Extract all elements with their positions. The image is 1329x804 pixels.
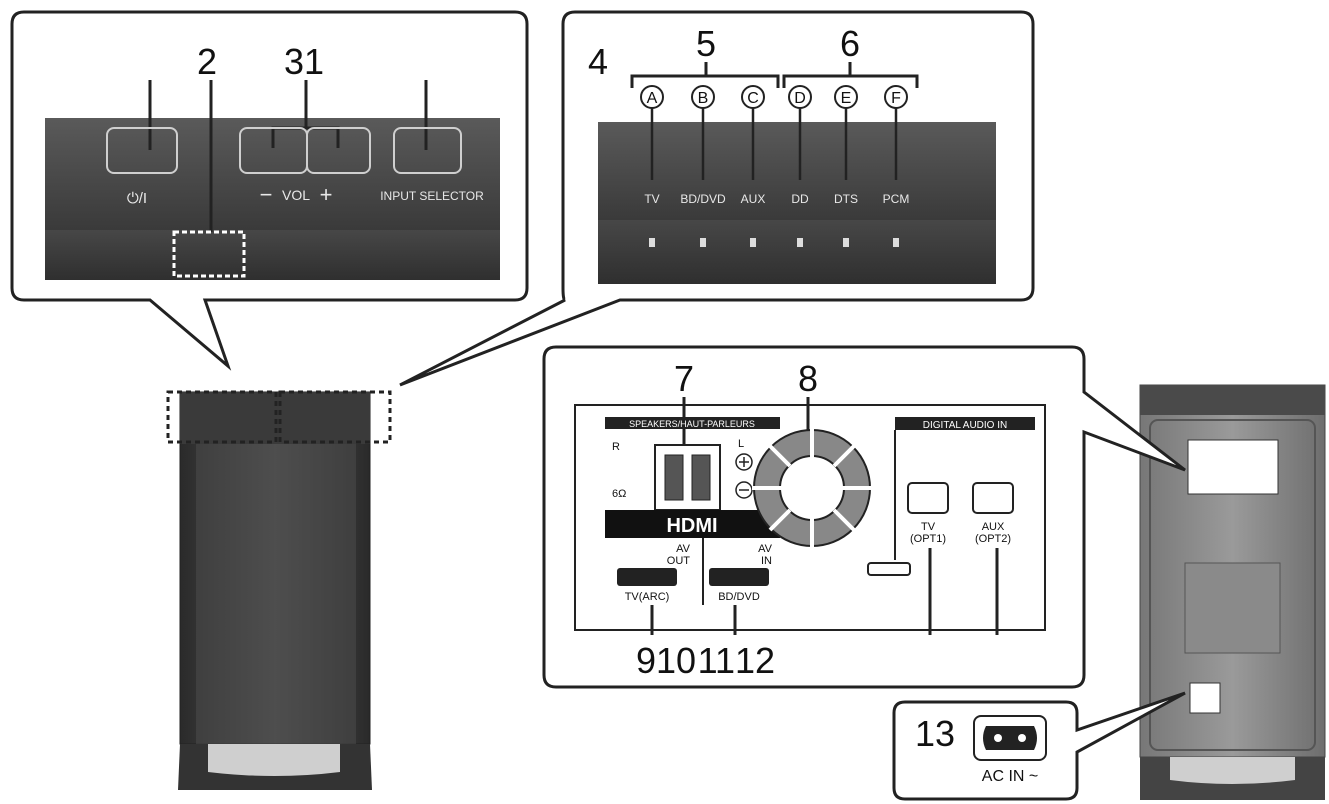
callout-10: 10 — [656, 640, 696, 681]
indicator-led — [843, 238, 849, 247]
indicator-led — [893, 238, 899, 247]
indicator-tv: A TV — [640, 85, 664, 247]
ac-inlet-socket[interactable] — [983, 726, 1037, 750]
opt1-label-1: TV — [921, 521, 936, 533]
callout-11: 11 — [698, 640, 735, 681]
svg-text:F: F — [891, 90, 901, 107]
indicators-highlight — [278, 390, 392, 444]
input-selector-button[interactable] — [393, 127, 462, 174]
av-in-label-1: AV — [758, 543, 773, 555]
input-selector-label: INPUT SELECTOR — [380, 189, 484, 203]
r-label: R — [612, 441, 620, 453]
indicator-label: BD/DVD — [680, 192, 726, 206]
vol-up-button[interactable] — [306, 127, 371, 174]
callout-3: 3 — [284, 41, 304, 82]
callout-1: 1 — [304, 41, 324, 82]
optical-in-aux-port[interactable] — [972, 482, 1014, 514]
callout-2: 2 — [197, 41, 217, 82]
av-out-label-1: AV — [676, 543, 691, 555]
power-label: ⏻/I — [127, 190, 147, 207]
indicator-led — [649, 238, 655, 247]
ac-in-label: AC IN ~ — [982, 768, 1038, 785]
speakers-header — [605, 417, 780, 429]
digital-audio-label: DIGITAL AUDIO IN — [923, 420, 1007, 431]
svg-text:A: A — [647, 90, 658, 107]
av-in-label-2: IN — [761, 555, 772, 567]
callout-9: 9 — [636, 640, 656, 681]
opt2-label-2: (OPT2) — [975, 533, 1011, 545]
impedance-label: 6Ω — [612, 488, 626, 500]
l-label: L — [738, 438, 744, 450]
top-controls-callout: ⏻/I − VOL + INPUT SELECTOR 2 3 1 — [10, 10, 529, 371]
callout-5: 5 — [696, 23, 716, 64]
indicator-label: DD — [791, 192, 809, 206]
plus-terminal-icon — [735, 453, 753, 471]
cooling-fan-vent — [752, 428, 872, 548]
opt2-label-1: AUX — [982, 521, 1005, 533]
digital-audio-header — [895, 417, 1035, 430]
hdmi-in-port[interactable] — [709, 568, 769, 586]
rear-panel-callout: 7 8 SPEAKERS/HAUT-PARLEURS R L 6Ω HDMI A… — [542, 345, 1186, 689]
service-slot — [867, 562, 911, 576]
callout-4: 4 — [588, 41, 608, 82]
callout-6: 6 — [840, 23, 860, 64]
panel-front-surface — [45, 230, 500, 280]
vol-label: VOL — [282, 187, 310, 203]
opt1-label-2: (OPT1) — [910, 533, 946, 545]
hdmi-logo: HDMI — [666, 515, 717, 537]
tv-arc-label: TV(ARC) — [625, 591, 670, 603]
vol-plus-label: + — [320, 182, 333, 207]
subwoofer-rear-view — [1139, 384, 1326, 800]
vol-minus-label: − — [260, 182, 273, 207]
speakers-label: SPEAKERS/HAUT-PARLEURS — [629, 419, 755, 429]
indicator-dts: E DTS — [834, 85, 858, 247]
remote-sensor-highlight — [172, 230, 246, 278]
hdmi-banner — [605, 510, 780, 538]
av-out-label-2: OUT — [667, 555, 691, 567]
indicators-callout: 4 5 6 A TV B BD/DVD C AUX D — [399, 10, 1035, 387]
panel-top-surface — [598, 122, 996, 220]
optical-in-tv-port[interactable] — [907, 482, 949, 514]
svg-text:E: E — [841, 90, 852, 107]
indicator-label: TV — [644, 192, 659, 206]
top-controls-highlight — [166, 390, 278, 444]
svg-text:C: C — [747, 90, 759, 107]
indicator-aux: C AUX — [741, 85, 766, 247]
callout-13: 13 — [915, 713, 955, 754]
hdmi-out-port[interactable] — [617, 568, 677, 586]
callout-7: 7 — [674, 358, 694, 399]
indicator-label: AUX — [741, 192, 766, 206]
indicator-dolby: D DD — [788, 85, 812, 247]
power-button[interactable] — [106, 127, 178, 174]
panel-front-surface — [598, 220, 996, 284]
ac-in-callout: 13 AC IN ~ — [892, 691, 1186, 801]
indicator-led — [750, 238, 756, 247]
indicator-bd-dvd: B BD/DVD — [680, 85, 726, 247]
indicator-label: PCM — [883, 192, 910, 206]
indicator-led — [700, 238, 706, 247]
indicator-pcm: F PCM — [883, 85, 910, 247]
bd-dvd-label: BD/DVD — [718, 591, 760, 603]
indicator-led — [797, 238, 803, 247]
callout-12: 12 — [735, 640, 775, 681]
svg-text:D: D — [794, 90, 806, 107]
svg-text:B: B — [698, 90, 709, 107]
indicator-label: DTS — [834, 192, 858, 206]
callout-8: 8 — [798, 358, 818, 399]
subwoofer-front-view — [166, 390, 392, 790]
